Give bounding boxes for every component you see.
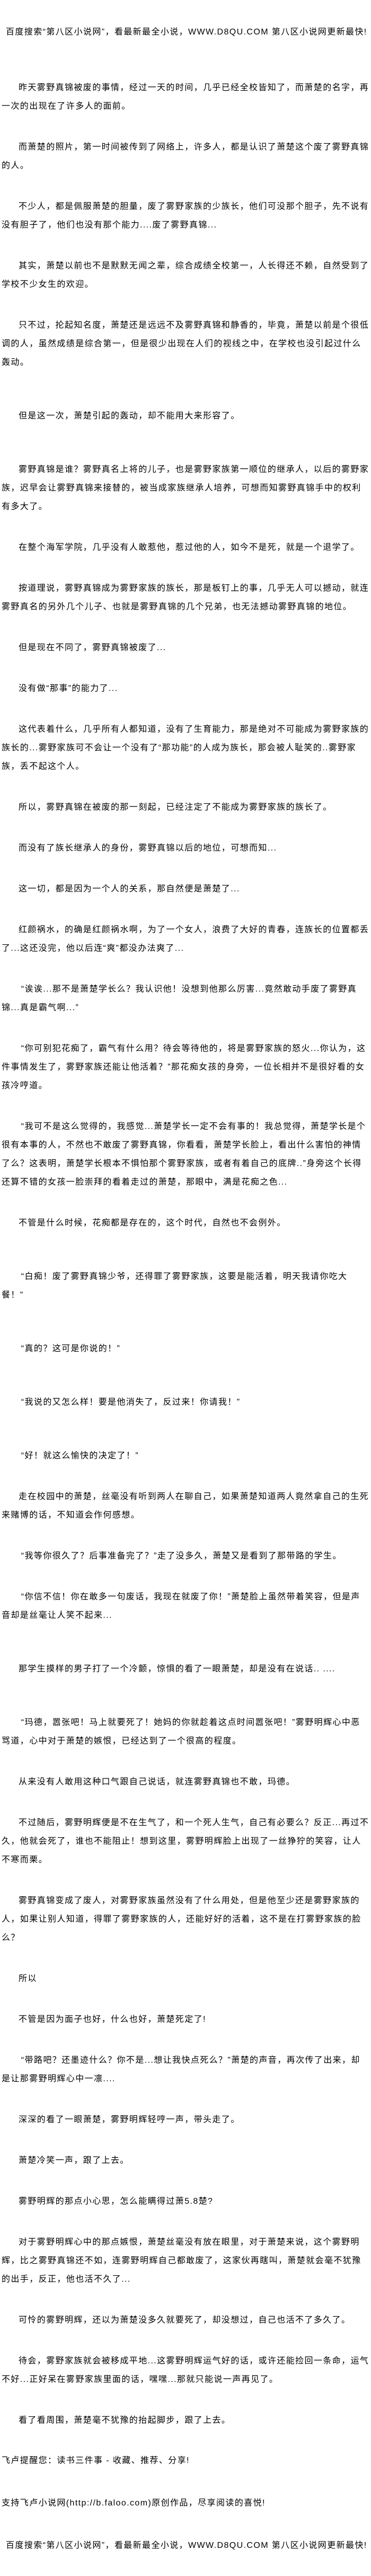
paragraph: “玛德，嚣张吧！马上就要死了！她妈的你就趁着这点时间嚣张吧！”雾野明辉心中恶骂道… [2,1718,360,1746]
paragraph: 那学生摸样的男子打了一个冷颤，惊惧的看了一眼萧楚，却是没有在说话.. .... [19,1664,335,1673]
paragraph: “我说的又怎么样！要是他消失了，反过来！你请我！” [21,1398,241,1407]
paragraph: “我可不是这么觉得的，我感觉...萧楚学长一定不会有事的！我总觉得，萧楚学长是个… [2,1122,366,1187]
paragraph: 对于雾野明辉心中的那点嫉恨，萧楚丝毫没有放在眼里，对于萧楚来说，这个雾野明辉，比… [2,2238,361,2284]
paragraph: 但是这一次，萧楚引起的轰动，却不能用大来形容了。 [19,411,240,420]
paragraph: 从来没有人敢用这种口气跟自己说话，就连雾野真锦也不敢，玛德。 [19,1777,296,1786]
paragraph: 这代表着什么，几乎所有人都知道，没有了生育能力，那是绝对不可能成为雾野家族的族长… [2,725,369,771]
paragraph: 深深的看了一眼萧楚，雾野明辉轻哼一声，带头走了。 [19,2115,240,2124]
paragraph: “你信不信！你在敢多一句废话，我现在就废了你！”萧楚脸上虽然带着笑容，但是声音却… [2,1592,360,1620]
faloo-reminder: 飞卢提醒您：读书三件事 - 收藏、推荐、分享! [2,2456,190,2465]
paragraph: 没有做“那事”的能力了... [19,684,118,693]
paragraph: 这一切，都是因为一个人的关系，那自然便是萧楚了... [19,884,240,893]
paragraph: “带路吧？还墨迹什么？你不是...想让我快点死么？”萧楚的声音，再次传了出来，却… [2,2056,360,2083]
paragraph: 其实，萧楚以前也不是默默无闻之辈，综合成绩全校第一，人长得还不赖，自然受到了学校… [2,261,369,289]
paragraph: “诶诶...那不是萧楚学长么？我认识他！没想到他那么厉害...竟然敢动手废了雾野… [2,985,357,1012]
chapter-content: 昨天雾野真锦被废的事情，经过一天的时间，几乎已经全校皆知了，而萧楚的名字，再一次… [2,78,369,2430]
faloo-support-note: 支持飞卢小说网(http://b.faloo.com)原创作品，尽享阅读的喜悦! [2,2499,266,2508]
paragraph: 看了看周围，萧楚毫不犹豫的抬起脚步，跟了上去。 [19,2416,231,2425]
paragraph: “真的？这可是你说的！” [21,1344,121,1353]
paragraph: 不管是什么时候，花痴都是存在的，这个时代，自然也不会例外。 [19,1219,286,1228]
paragraph: 萧楚冷笑一声，跟了上去。 [19,2156,129,2165]
site-banner-top: 百度搜索“第八区小说网”，看最新最全小说，WWW.D8QU.COM 第八区小说网… [6,28,367,37]
paragraph: 按道理说，雾野真锦成为雾野家族的族长，那是板钉上的事，几乎无人可以撼动，就连雾野… [2,584,369,611]
paragraph: 不过随后，雾野明辉便是不在生气了，和一个死人生气，自己有必要么？反正...再过不… [2,1818,369,1864]
site-banner-bottom: 百度搜索“第八区小说网”，看最新最全小说，WWW.D8QU.COM 第八区小说网… [6,2541,367,2550]
paragraph: “你可别犯花痴了，霸气有什么用？待会等待他的，将是雾野家族的怒火...你认为，这… [2,1044,366,1090]
paragraph: “白痴！废了雾野真锦少爷，还得罪了雾野家族，这要是能活着，明天我请你吃大餐！” [2,1272,348,1300]
paragraph: 所以，雾野真锦在被废的那一刻起，已经注定了不能成为雾野家族的族长了。 [19,803,332,812]
paragraph: 雾野真锦是谁？雾野真名上将的儿子，也是雾野家族第一顺位的继承人，以后的雾野家族，… [2,465,369,511]
paragraph: 雾野明辉的那点小心思，怎么能瞒得过萧5.8楚? [19,2197,214,2206]
footer-notes: 飞卢提醒您：读书三件事 - 收藏、推荐、分享! 支持飞卢小说网(http://b… [2,2452,369,2512]
paragraph: 待会，雾野家族就会被移成平地...这雾野明辉运气好的话，或许还能捡回一条命，运气… [2,2356,369,2384]
paragraph: 雾野真锦变成了废人，对雾野家族虽然没有了什么用处，但是他至少还是雾野家族的人，如… [2,1896,361,1942]
paragraph: 昨天雾野真锦被废的事情，经过一天的时间，几乎已经全校皆知了，而萧楚的名字，再一次… [2,83,369,111]
paragraph: 不少人，都是佩服萧楚的胆量，废了雾野家族的少族长，他们可没那个胆子，先不说有没有… [2,202,369,230]
paragraph: 可怜的雾野明辉，还以为萧楚没多久就要死了，却没想过，自己也活不了多久了。 [19,2316,351,2325]
paragraph: 但是现在不同了，雾野真锦被废了... [19,643,166,652]
paragraph: 不管是因为面子也好，什么也好，萧楚死定了! [19,2015,206,2024]
paragraph: 走在校园中的萧楚，丝毫没有听到两人在聊自己，如果萧楚知道两人竟然拿自己的生死来赌… [2,1492,369,1520]
paragraph: 而没有了族长继承人的身份，雾野真锦以后的地位，可想而知... [19,844,277,853]
paragraph: 红颜祸水，的确是红颜祸水啊，为了一个女人，浪费了大好的青春，连族长的位置都丢了.… [2,925,369,953]
paragraph: 只不过，抡起知名度，萧楚还是远远不及雾野真锦和静香的，毕竟，萧楚以前是个很低调的… [2,321,369,367]
paragraph: 而萧楚的照片，第一时间被传到了网络上，许多人，都是认识了萧楚这个废了雾野真锦的人… [2,143,369,170]
paragraph: “好！就这么愉快的决定了！” [21,1451,139,1460]
paragraph: 所以 [19,1974,37,1983]
paragraph: “我等你很久了？后事准备完了？”走了没多久，萧楚又是看到了那带路的学生。 [21,1552,342,1561]
paragraph: 在整个海军学院，几乎没有人敢惹他，惹过他的人，如今不是死，就是一个退学了。 [19,543,360,552]
